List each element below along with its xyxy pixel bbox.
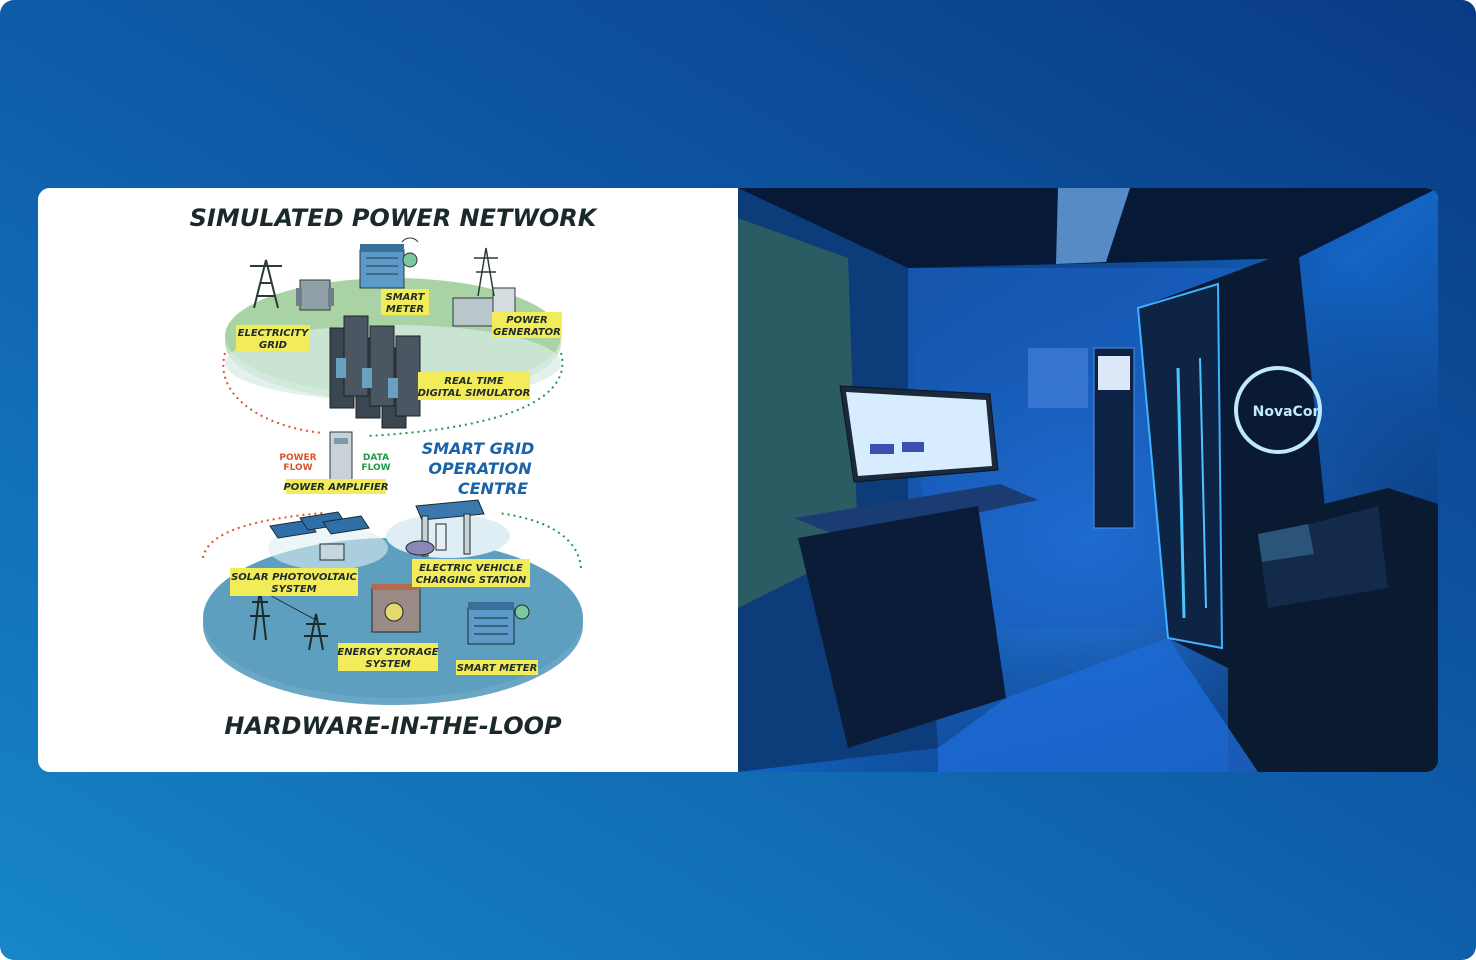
doorway	[738, 218, 858, 608]
svg-text:SYSTEM: SYSTEM	[365, 659, 410, 670]
label-smart-meter-top: SMART METER	[381, 289, 429, 315]
svg-text:CHARGING STATION: CHARGING STATION	[416, 575, 527, 586]
electricity-pylon-icon	[250, 259, 282, 309]
data-flow-arc-top	[367, 352, 564, 437]
desk-top	[794, 484, 1038, 540]
svg-text:ELECTRICITY: ELECTRICITY	[238, 328, 310, 339]
centre-title-line-2: OPERATION	[428, 459, 532, 478]
svg-text:FLOW: FLOW	[283, 463, 312, 473]
rtds-racks-icon	[329, 315, 421, 429]
svg-text:SOLAR PHOTOVOLTAIC: SOLAR PHOTOVOLTAIC	[231, 572, 357, 583]
novacor-logo-text: NovaCor	[1253, 404, 1320, 420]
svg-text:ELECTRIC VEHICLE: ELECTRIC VEHICLE	[419, 563, 523, 574]
lab-photo: NovaCor	[738, 188, 1438, 772]
label-rtds: REAL TIME DIGITAL SIMULATOR	[418, 372, 531, 400]
centre-title-line-1: SMART GRID	[422, 439, 535, 458]
label-solar-pv: SOLAR PHOTOVOLTAIC SYSTEM	[230, 568, 358, 596]
svg-text:REAL TIME: REAL TIME	[444, 376, 504, 387]
ceiling-light	[1056, 188, 1130, 264]
power-flow-arc-bottom	[202, 512, 324, 559]
svg-text:POWER AMPLIFIER: POWER AMPLIFIER	[283, 482, 388, 493]
monitor	[839, 385, 999, 483]
label-electricity-grid: ELECTRICITY GRID	[236, 325, 310, 351]
transformer-icon	[296, 279, 334, 311]
label-energy-storage: ENERGY STORAGE SYSTEM	[337, 643, 439, 671]
foreground-cabinet	[1228, 488, 1438, 772]
svg-text:METER: METER	[386, 304, 424, 315]
svg-text:ENERGY STORAGE: ENERGY STORAGE	[337, 647, 438, 658]
smart-meter-bottom-icon	[467, 602, 530, 645]
ev-charging-station-icon	[405, 499, 485, 557]
smart-meter-building-icon	[359, 237, 419, 289]
label-smart-meter-bottom: SMART METER	[456, 660, 538, 675]
svg-text:SYSTEM: SYSTEM	[271, 584, 316, 595]
svg-text:FLOW: FLOW	[361, 463, 390, 473]
image-card: SIMULATED POWER NETWORK	[38, 188, 1438, 772]
svg-text:DATA: DATA	[363, 453, 389, 463]
smart-grid-diagram: SIMULATED POWER NETWORK	[38, 188, 738, 772]
label-power-generator: POWER GENERATOR	[492, 312, 562, 338]
svg-text:POWER: POWER	[279, 453, 316, 463]
lab-photo-svg: NovaCor	[738, 188, 1438, 772]
floor	[938, 638, 1258, 772]
diagram-title-bottom: HARDWARE-IN-THE-LOOP	[224, 712, 562, 740]
solar-panels-icon	[269, 511, 370, 561]
diagram-title-top: SIMULATED POWER NETWORK	[190, 204, 599, 232]
svg-text:SMART: SMART	[386, 292, 426, 303]
svg-text:GRID: GRID	[259, 340, 287, 351]
diagram-svg: SIMULATED POWER NETWORK	[190, 204, 599, 740]
centre-title-line-3: CENTRE	[458, 479, 528, 498]
label-ev-charging: ELECTRIC VEHICLE CHARGING STATION	[412, 559, 530, 587]
data-flow-arc-bottom	[497, 512, 582, 569]
svg-text:SMART METER: SMART METER	[457, 663, 538, 674]
svg-text:DIGITAL SIMULATOR: DIGITAL SIMULATOR	[418, 388, 531, 399]
desk-cabinet	[798, 506, 1006, 748]
svg-text:POWER: POWER	[506, 315, 547, 326]
power-amplifier-icon	[329, 431, 353, 481]
energy-storage-icon	[371, 584, 421, 633]
svg-text:GENERATOR: GENERATOR	[493, 327, 561, 338]
label-power-amplifier: POWER AMPLIFIER	[283, 479, 389, 494]
